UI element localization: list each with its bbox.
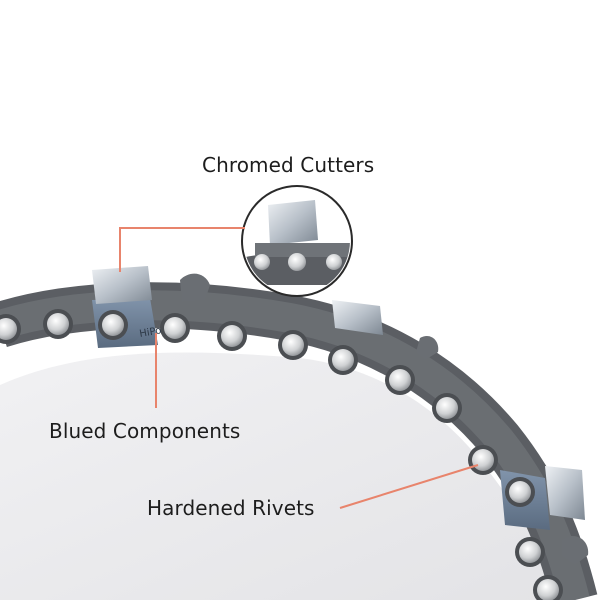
rivet: [519, 541, 541, 563]
cutter-tooth: [416, 335, 439, 360]
rivet: [509, 481, 531, 503]
rivet: [332, 349, 354, 371]
callout-hardened-rivets: Hardened Rivets: [147, 496, 315, 520]
rivet-group: [0, 309, 563, 600]
cutter-tooth: [332, 300, 383, 335]
cutter-tooth: [92, 266, 152, 304]
callout-chromed-cutters: Chromed Cutters: [202, 153, 375, 177]
rivet: [221, 325, 243, 347]
rivet: [436, 397, 458, 419]
rivet: [282, 334, 304, 356]
cutter-tooth: [562, 535, 589, 565]
rivet: [102, 314, 124, 336]
cutter-tooth: [180, 273, 210, 302]
rivet: [472, 449, 494, 471]
guide-bar: [0, 352, 560, 600]
cutter-tooth: [545, 466, 585, 520]
leader-line: [339, 464, 479, 509]
rivet: [47, 313, 69, 335]
rivet: [164, 317, 186, 339]
rivet: [389, 369, 411, 391]
callout-blued-components: Blued Components: [49, 419, 241, 443]
rivet: [0, 318, 17, 340]
leader-line: [119, 227, 245, 272]
rivet: [537, 579, 559, 600]
